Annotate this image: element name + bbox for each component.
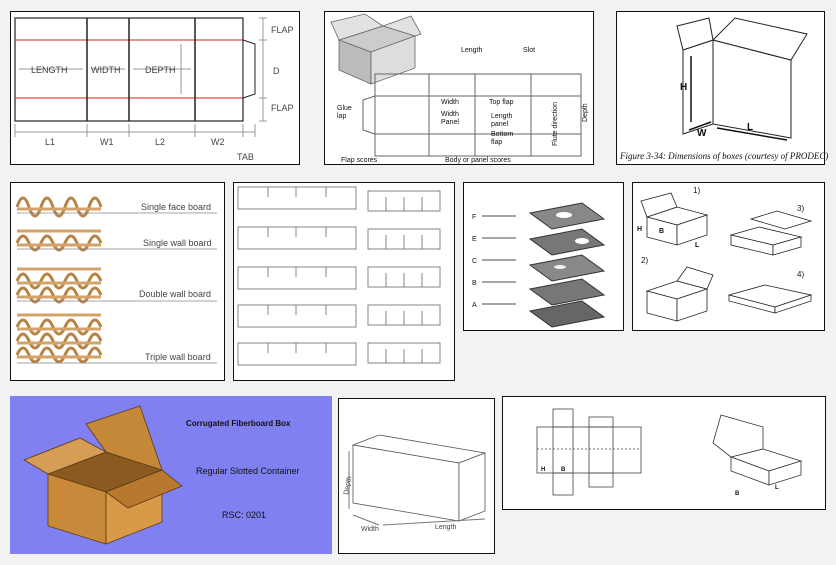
variant-number-2: 2) [641, 256, 648, 265]
body-scores-label: Body or panel scores [445, 157, 511, 164]
l-label: L [695, 242, 700, 249]
w-label: W [697, 128, 707, 139]
rsc-layout-panel: Length Slot Glue lap Width Width Panel T… [324, 11, 594, 165]
board-label-2: Single wall board [143, 238, 212, 248]
l1-label: L1 [45, 137, 55, 147]
triple-wall-board-illustration [15, 313, 103, 364]
layer-label-e: E [472, 236, 477, 243]
glue-label: Glue [337, 105, 352, 112]
layer-label-a: A [472, 302, 477, 309]
tab-label: TAB [237, 152, 254, 162]
single-face-board-illustration [15, 196, 103, 218]
layer-label-f: F [472, 214, 476, 221]
rsc-blueprint-panel: LENGTH WIDTH DEPTH FLAP D FLAP L1 W1 L2 … [10, 11, 300, 165]
length-panel-label-1: Length [491, 113, 513, 120]
rsc-subtitle: Regular Slotted Container [196, 466, 300, 476]
flap-top-label: FLAP [271, 25, 294, 35]
cardboard-box-illustration [23, 405, 183, 545]
figure-caption: Figure 3-34: Dimensions of boxes (courte… [619, 151, 828, 161]
board-types-panel: Single face board Single wall board Doub… [10, 182, 225, 381]
w1-label: W1 [100, 137, 114, 147]
mailer-box-illustration [712, 414, 803, 486]
depth-label: Depth [343, 476, 353, 496]
box-variant-2 [645, 266, 714, 322]
slot-label: Slot [523, 47, 535, 54]
mailer-blank-outline [536, 408, 642, 496]
variant-number-4: 4) [797, 270, 804, 279]
l-label: L [775, 485, 779, 491]
box-illustration [351, 434, 487, 522]
bottom-flap-label-2: flap [491, 139, 502, 146]
box-sketch-panel: Depth Width Length [338, 398, 495, 554]
double-wall-board-illustration [15, 267, 103, 304]
length-label: Length [435, 524, 457, 531]
variant-number-3: 3) [797, 204, 804, 213]
bottom-flap-label-1: Bottom [491, 131, 513, 138]
glue-tab [242, 39, 256, 99]
width-label: Width [361, 526, 379, 533]
flap-bottom-label: FLAP [271, 103, 294, 113]
length-label: LENGTH [31, 65, 68, 75]
h-label: H [541, 467, 545, 473]
box-variant-1 [640, 192, 709, 246]
w2-label: W2 [211, 137, 225, 147]
b-label-box: B [735, 491, 740, 497]
l-label: L [747, 122, 753, 133]
flat-blanks-panel [233, 182, 455, 381]
d-label: D [273, 66, 280, 76]
width-label: Width [441, 99, 459, 106]
box-variant-3 [729, 210, 813, 256]
flute-layer-stack [528, 202, 606, 328]
box-illustration [330, 13, 422, 85]
box-dimensions-panel: H W L Figure 3-34: Dimensions of boxes (… [616, 11, 828, 165]
lap-label: lap [337, 113, 346, 120]
depth-label: Depth [582, 103, 589, 122]
layer-label-c: C [472, 258, 477, 265]
h-label: H [680, 82, 687, 93]
layer-label-b: B [472, 280, 477, 287]
box-illustration [676, 17, 808, 139]
board-label-3: Double wall board [139, 289, 211, 299]
width-label: WIDTH [91, 65, 121, 75]
length-label: Length [461, 47, 483, 54]
variant-number-1: 1) [693, 186, 700, 195]
rsc-code: RSC: 0201 [222, 510, 266, 520]
single-wall-board-illustration [15, 229, 103, 252]
board-label-4: Triple wall board [145, 352, 211, 362]
l2-label: L2 [155, 137, 165, 147]
flap-scores-label: Flap scores [341, 157, 378, 164]
h-label: H [637, 226, 642, 233]
length-panel-label-2: panel [491, 121, 509, 128]
box-styles-panel: 1) 3) 2) 4) H B L [632, 182, 825, 331]
box-variant-4 [727, 284, 813, 314]
rsc-title: Corrugated Fiberboard Box [186, 419, 291, 428]
flute-layers-panel: F E C B A [463, 182, 624, 331]
blank-outlines [237, 186, 441, 366]
mailer-box-panel: H B B L [502, 396, 826, 510]
width-panel-label-1: Width [441, 111, 459, 118]
width-panel-label-2: Panel [441, 119, 459, 126]
depth-label: DEPTH [145, 65, 176, 75]
b-label: B [659, 228, 664, 235]
flute-direction-label: Flute direction [552, 102, 559, 146]
b-label: B [561, 467, 566, 473]
rsc-info-panel: Corrugated Fiberboard Box Regular Slotte… [10, 396, 332, 554]
board-label-1: Single face board [141, 202, 211, 212]
top-flap-label: Top flap [489, 99, 514, 106]
